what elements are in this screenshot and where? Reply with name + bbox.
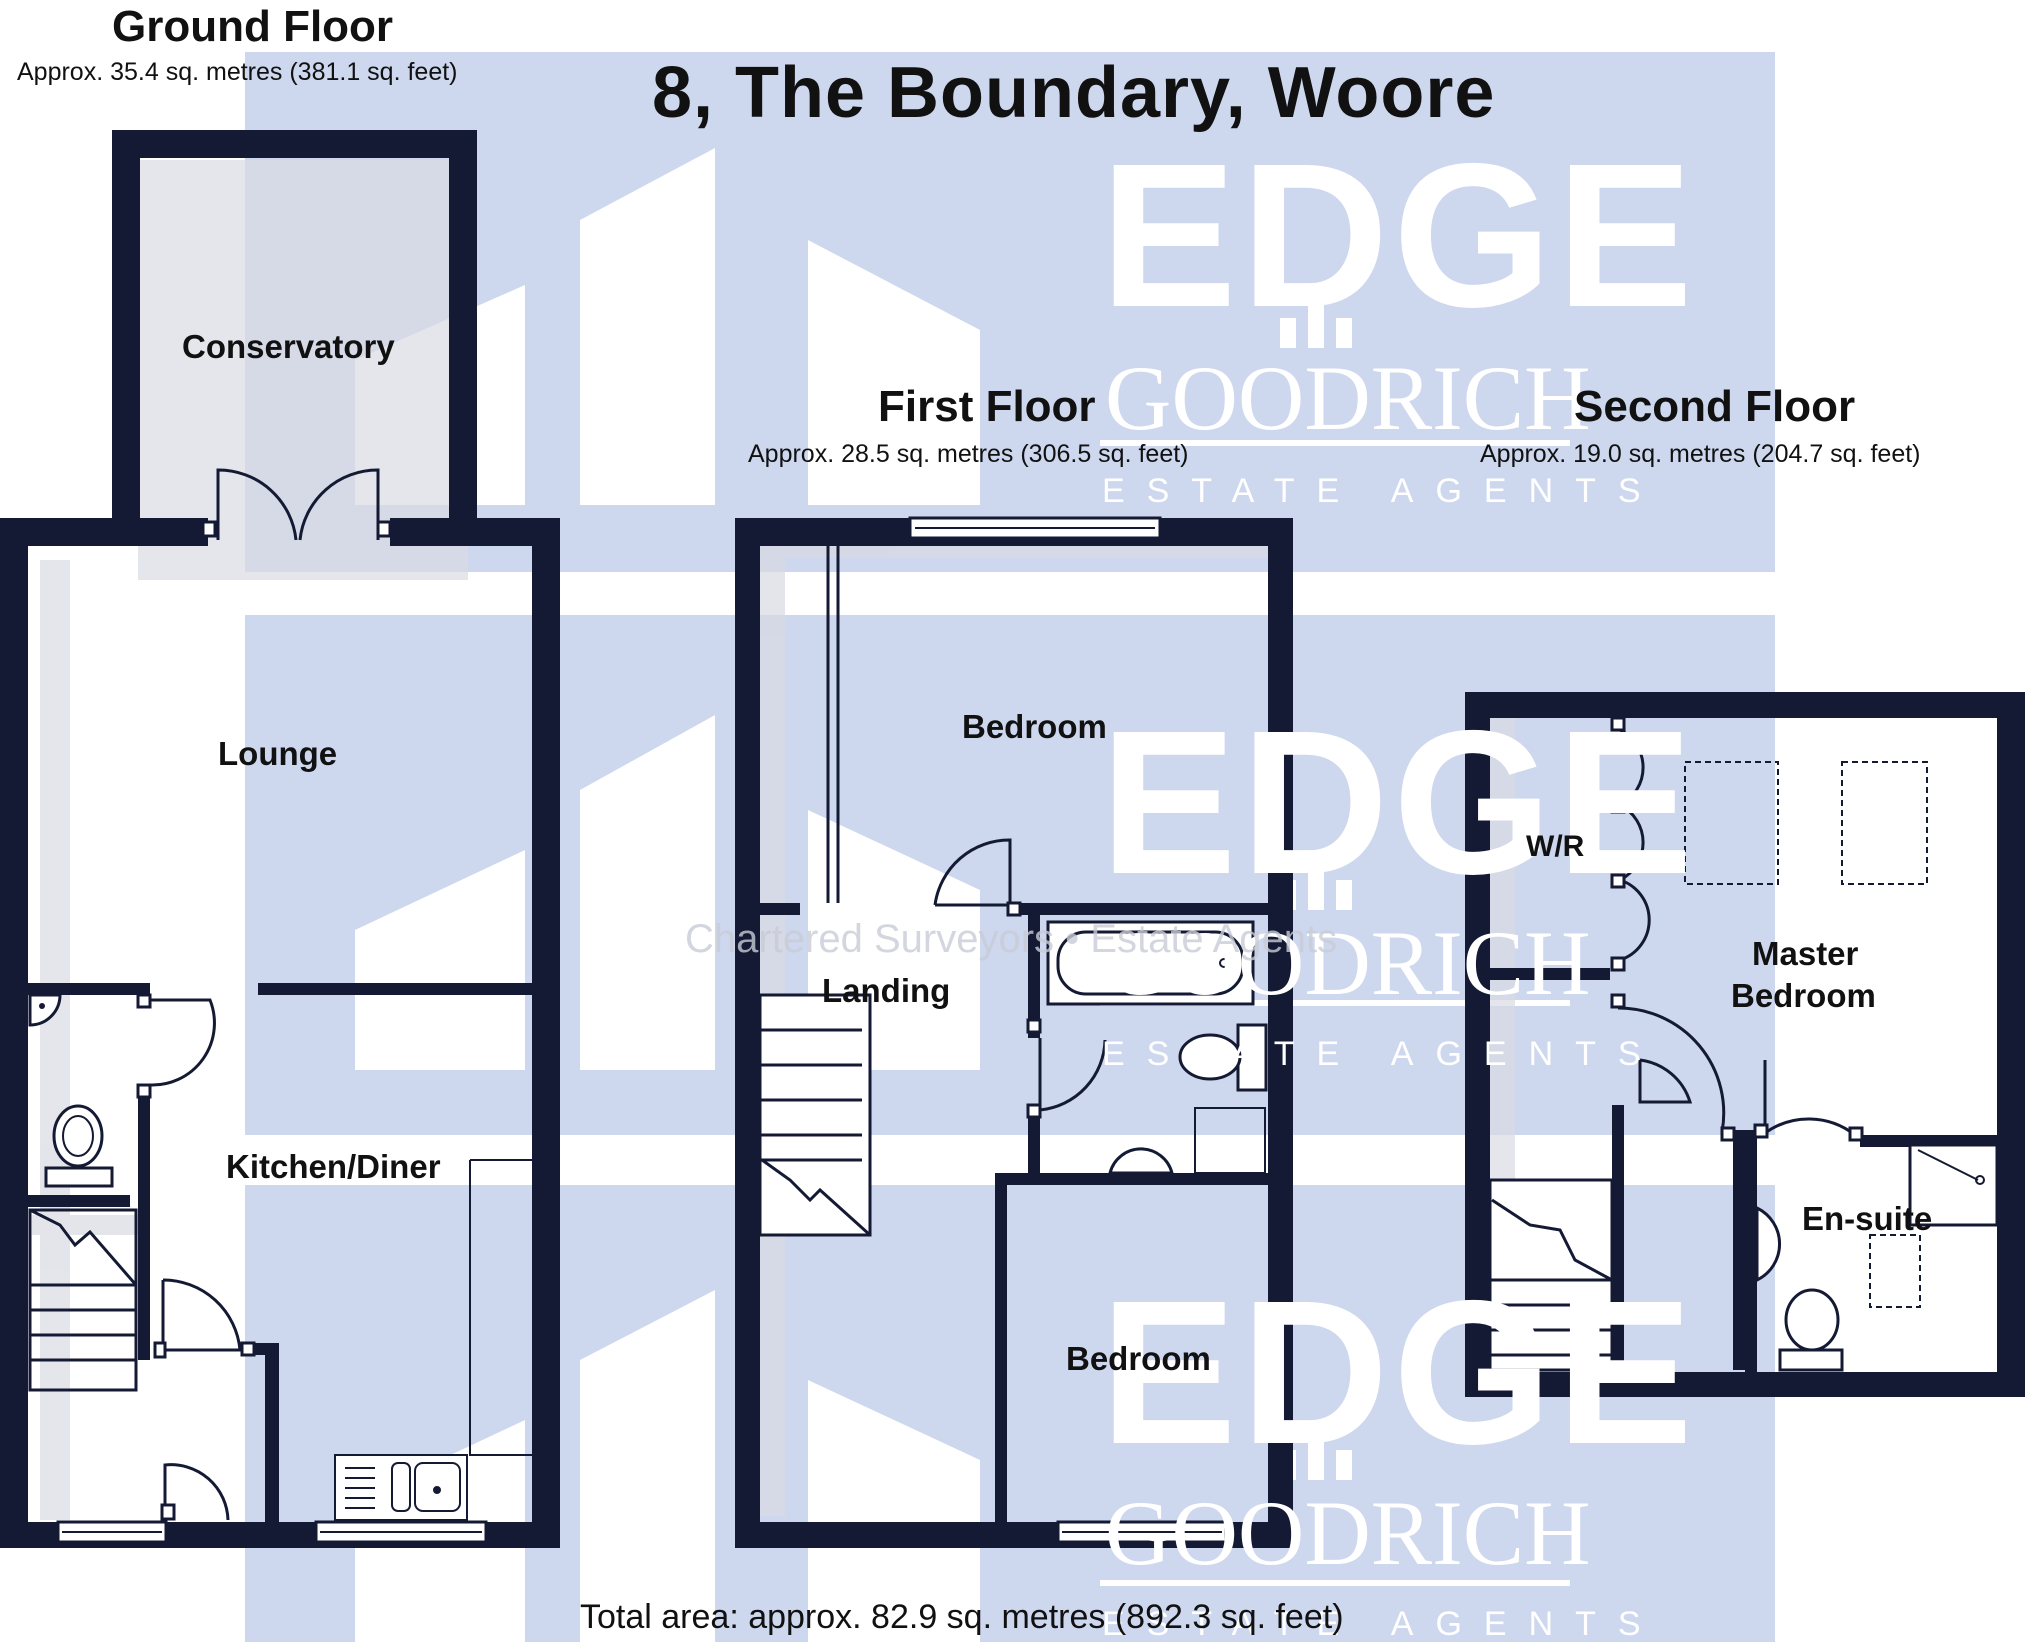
room-label-wardrobe: W/R — [1526, 830, 1585, 863]
room-label-kitchen-diner: Kitchen/Diner — [226, 1148, 441, 1185]
second-floor-area: Approx. 19.0 sq. metres (204.7 sq. feet) — [1480, 440, 1921, 468]
property-address-title: 8, The Boundary, Woore — [652, 53, 1496, 133]
watermark-subbrand-1: GOODRICH — [1105, 347, 1591, 449]
ground-walls — [0, 130, 560, 1548]
watermark-subbrand-3: GOODRICH — [1105, 1482, 1591, 1584]
room-label-landing: Landing — [822, 972, 951, 1009]
first-floor-plan — [735, 516, 1293, 1548]
watermark-faint-text: Chartered Surveyors • Estate Agents — [685, 917, 1338, 961]
ground-floor-area: Approx. 35.4 sq. metres (381.1 sq. feet) — [17, 58, 458, 86]
room-label-bedroom-2: Bedroom — [1066, 1340, 1211, 1377]
watermark-brand-1: EDGE — [1100, 121, 1697, 350]
ground-floor-title: Ground Floor — [112, 2, 394, 51]
room-label-conservatory: Conservatory — [182, 328, 395, 365]
first-floor-area: Approx. 28.5 sq. metres (306.5 sq. feet) — [748, 440, 1189, 468]
room-label-bedroom-1: Bedroom — [962, 708, 1107, 745]
second-floor-title: Second Floor — [1574, 382, 1856, 431]
total-area: Total area: approx. 82.9 sq. metres (892… — [580, 1598, 1344, 1636]
watermark-tagline-1: ESTATE AGENTS — [1102, 472, 1663, 510]
room-label-lounge: Lounge — [218, 735, 338, 772]
watermark-subbrand-2: GOODRICH — [1105, 912, 1591, 1014]
first-floor-title: First Floor — [878, 382, 1096, 431]
watermark-brand-3: EDGE — [1100, 1258, 1697, 1487]
room-label-ensuite: En-suite — [1802, 1200, 1933, 1237]
watermark-tagline-3: ESTATE AGENTS — [1102, 1605, 1663, 1643]
second-floor-plan — [1465, 692, 2025, 1397]
watermark-tagline-2: ESTATE AGENTS — [1102, 1035, 1663, 1073]
room-label-master-bedroom-line1: Master — [1752, 935, 1859, 972]
ground-floor-plan — [0, 130, 560, 1548]
room-label-master-bedroom-line2: Bedroom — [1731, 977, 1876, 1014]
watermark-brand-2: EDGE — [1100, 688, 1697, 917]
